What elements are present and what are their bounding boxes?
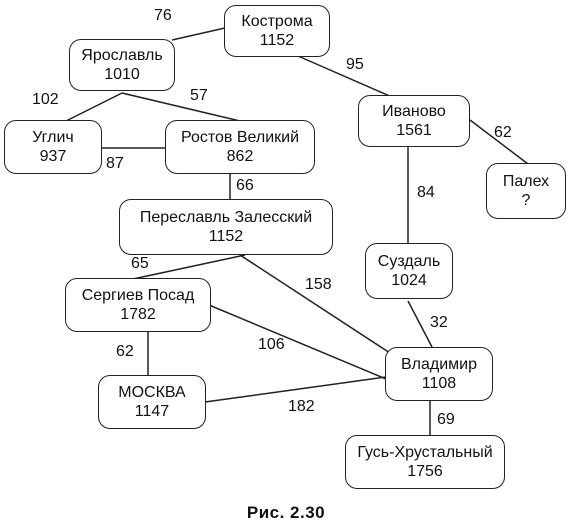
node-kostroma-value: 1152 (259, 32, 295, 49)
node-yaroslavl-name: Ярославль (81, 47, 163, 64)
node-rostov-value: 862 (226, 148, 254, 165)
node-rostov-name: Ростов Великий (180, 129, 300, 146)
node-palekh-value: ? (521, 192, 531, 209)
edge-label-suzdal-vladimir: 32 (430, 314, 448, 331)
edge-label-uglich-rostov: 87 (106, 155, 124, 172)
node-vladimir-value: 1108 (421, 375, 457, 392)
node-palekh-name: Палех (502, 173, 550, 190)
edge-line-pereslavl-sergiev (132, 254, 246, 280)
node-sergiev-posad-name: Сергиев Посад (81, 287, 195, 304)
edge-line-sergiev-vladimir (208, 304, 387, 380)
edge-label-vladimir-gus: 69 (437, 411, 455, 428)
node-gus-khrustalny-value: 1756 (407, 463, 443, 480)
node-uglich-value: 937 (39, 148, 67, 165)
edge-lines (65, 27, 529, 435)
node-uglich: Углич 937 (4, 120, 102, 174)
node-gus-khrustalny-name: Гусь-Хрустальный (357, 444, 493, 461)
node-uglich-name: Углич (32, 129, 74, 146)
figure-caption: Рис. 2.30 (246, 503, 326, 522)
edge-line-yaroslavl-branch-uglich (65, 92, 123, 122)
node-pereslavl: Переславль Залесский 1152 (119, 199, 333, 255)
node-sergiev-posad: Сергиев Посад 1782 (65, 278, 211, 332)
edge-line-kostroma-ivanovo (297, 55, 393, 98)
node-kostroma-name: Кострома (241, 13, 313, 30)
edge-label-ivanovo-suzdal: 84 (417, 184, 435, 201)
edge-label-sergiev-moskva: 62 (116, 343, 134, 360)
edge-label-rostov-pereslavl: 66 (236, 177, 254, 194)
node-suzdal: Суздаль 1024 (365, 243, 453, 299)
edge-line-suzdal-vladimir (407, 300, 433, 348)
node-ivanovo-value: 1561 (396, 122, 432, 139)
node-rostov: Ростов Великий 862 (165, 120, 315, 174)
edge-line-moskva-vladimir (204, 376, 387, 403)
node-ivanovo: Иваново 1561 (358, 95, 470, 147)
node-moskva-name: МОСКВА (118, 384, 186, 401)
node-ivanovo-name: Иваново (382, 103, 446, 120)
edge-label-yaroslavl-rostov: 57 (190, 87, 208, 104)
edge-label-kostroma-ivanovo: 95 (346, 56, 364, 73)
node-pereslavl-value: 1152 (208, 228, 244, 245)
node-kostroma: Кострома 1152 (224, 5, 330, 57)
node-pereslavl-name: Переславль Залесский (139, 209, 313, 226)
node-vladimir: Владимир 1108 (385, 347, 493, 401)
edge-line-ivanovo-palekh (469, 119, 529, 165)
node-moskva: МОСКВА 1147 (98, 375, 206, 429)
node-vladimir-name: Владимир (400, 356, 477, 373)
city-graph-diagram: Кострома 1152 Ярославль 1010 Углич 937 Р… (4, 5, 566, 489)
edge-label-ivanovo-palekh: 62 (494, 124, 512, 141)
node-suzdal-value: 1024 (391, 272, 427, 289)
edge-label-sergiev-vladimir: 106 (258, 336, 285, 353)
node-gus-khrustalny: Гусь-Хрустальный 1756 (345, 435, 505, 489)
node-sergiev-posad-value: 1782 (120, 306, 156, 323)
edge-label-pereslavl-sergiev: 65 (131, 255, 149, 272)
edge-line-pereslavl-vladimir (239, 254, 394, 356)
edge-label-kostroma-yaroslavl: 76 (154, 7, 172, 24)
edge-line-yaroslavl-branch-rostov (121, 92, 241, 122)
node-palekh: Палех ? (486, 163, 566, 219)
node-yaroslavl: Ярославль 1010 (69, 39, 175, 91)
node-yaroslavl-value: 1010 (104, 66, 140, 83)
edge-line-kostroma-yaroslavl (171, 27, 226, 41)
edge-label-moskva-vladimir: 182 (288, 398, 315, 415)
edge-label-pereslavl-vladimir: 158 (305, 276, 332, 293)
node-moskva-value: 1147 (134, 403, 170, 420)
node-suzdal-name: Суздаль (377, 253, 441, 270)
edge-label-yaroslavl-uglich: 102 (32, 91, 59, 108)
